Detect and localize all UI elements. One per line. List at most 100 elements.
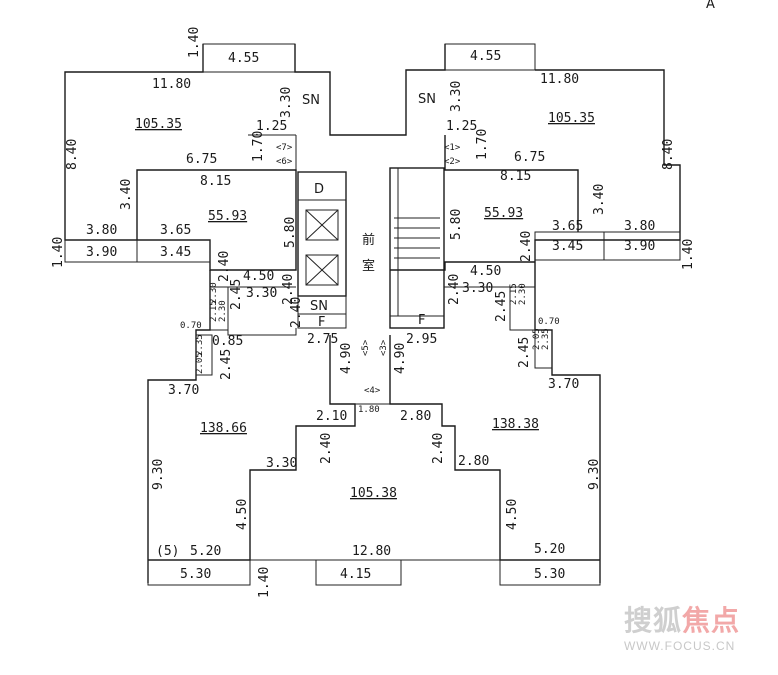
right-notch [444,262,601,583]
top-left-unit [64,43,390,271]
area-bot-10538: 105.38 [350,486,397,501]
dim-bot-210: 2.10 [316,409,347,424]
dim-bot-930r: 9.30 [587,459,602,490]
dim-tl-365: 3.65 [160,223,191,238]
area-tr-5593: 55.93 [484,206,523,221]
small-left-215: 2.15 [209,300,219,322]
dim-core-240l2: 2.40 [281,274,296,305]
f-right: F [418,313,425,328]
dim-core-295: 2.95 [406,332,437,347]
top-right-unit [390,43,681,271]
dim-left-085: 0.85 [212,334,243,349]
mark-tl-6: <6> [276,157,293,167]
dim-core-490r: 4.90 [393,343,408,374]
dim-bot-280m: 2.80 [400,409,431,424]
watermark-logo-red: 焦点 [681,604,740,637]
watermark-url: WWW.FOCUS.CN [623,639,736,653]
dim-tl-390: 3.90 [86,245,117,260]
balcony-bottom-left [147,559,251,586]
dim-core-240r: 2.40 [447,274,462,305]
elevator-1-icon [305,209,339,241]
watermark-logo: 搜狐焦点 [624,599,740,639]
dim-tr-1180: 11.80 [540,72,579,87]
dim-tl-1180: 11.80 [152,77,191,92]
dim-bot-530l: 5.30 [180,567,211,582]
dim-tr-675: 6.75 [514,150,545,165]
dim-core-180: 1.80 [358,405,380,415]
small-right-235: 2.35 [541,328,551,350]
dim-bot-370r: 3.70 [548,377,579,392]
area-bot-13866: 138.66 [200,421,247,436]
dim-bot-280r: 2.80 [458,454,489,469]
dim-left-070: 0.70 [180,321,202,331]
dim-bot-930l: 9.30 [151,459,166,490]
stair [389,167,445,329]
dim-left-245b: 2.45 [219,349,234,380]
dim-tl-140: 1.40 [187,27,202,58]
dim-core-490l: 4.90 [339,343,354,374]
dim-tr-125: 1.25 [446,119,477,134]
dim-bot-240l: 2.40 [319,433,334,464]
dim-bot-140: 1.40 [257,567,272,598]
dim-right-070: 0.70 [538,317,560,327]
elevator-2-icon [305,254,339,286]
dim-core-330l: 3.30 [246,286,277,301]
mark-core-5: <5> [361,339,371,356]
area-bot-13838: 138.38 [492,417,539,432]
dim-tl-815: 8.15 [200,174,231,189]
left-notch [147,270,297,583]
dim-core-275: 2.75 [307,332,338,347]
dim-bot-450r: 4.50 [505,499,520,530]
dim-bot-450l: 4.50 [235,499,250,530]
dim-core-450l: 4.50 [243,269,274,284]
mark-core-4: <4> [364,386,381,396]
dim-core-240r2: 2.40 [289,297,304,328]
dim-tr-140: 1.40 [681,239,696,270]
small-left-230b: 2.30 [218,300,228,322]
dim-tr-815: 8.15 [500,169,531,184]
small-right-215: 2.15 [509,283,519,305]
dim-tl-675: 6.75 [186,152,217,167]
dim-tl-170: 1.70 [251,131,266,162]
dim-tr-340: 3.40 [592,184,607,215]
dim-tl-840: 8.40 [65,139,80,170]
sn-tr: SN [418,92,436,107]
dim-bot-370l: 3.70 [168,383,199,398]
dim-tl-340: 3.40 [119,179,134,210]
dim-right-245: 2.45 [494,291,509,322]
watermark: 搜狐焦点 WWW.FOCUS.CN [624,599,740,653]
f-left: F [318,315,325,330]
dim-tl-345: 3.45 [160,245,191,260]
dim-tl-380: 3.80 [86,223,117,238]
watermark-logo-grey: 搜狐 [623,604,682,637]
dim-tr-330: 3.30 [449,81,464,112]
front-room-2: 室 [362,258,375,274]
dim-bot-240r: 2.40 [431,433,446,464]
core-d-label: D [314,182,324,197]
front-room-1: 前 [362,232,375,248]
dim-tr-455: 4.55 [470,49,501,64]
dim-tl-455: 4.55 [228,51,259,66]
dim-core-580r: 5.80 [449,209,464,240]
small-left-230: 2.30 [209,282,219,304]
small-left-205: 2.05 [195,352,205,374]
dim-tr-345: 3.45 [552,239,583,254]
bottom-unit [147,335,601,586]
dim-bot-530r: 5.30 [534,567,565,582]
small-right-205: 2.05 [532,328,542,350]
dim-tr-240: 2.40 [519,231,534,262]
mark-tr-2: <2> [444,157,461,167]
area-tl-5593: 55.93 [208,209,247,224]
dim-bot-330: 3.30 [266,456,297,471]
dim-core-580l: 5.80 [283,217,298,248]
core [297,167,445,329]
sn-tl: SN [302,93,320,108]
dim-tr-380: 3.80 [624,219,655,234]
dim-bot-415: 4.15 [340,567,371,582]
dim-tr-390: 3.90 [624,239,655,254]
dim-right-245b: 2.45 [517,337,532,368]
mark-core-3: <3> [379,339,389,356]
dim-tr-365: 3.65 [552,219,583,234]
dim-tl-125: 1.25 [256,119,287,134]
